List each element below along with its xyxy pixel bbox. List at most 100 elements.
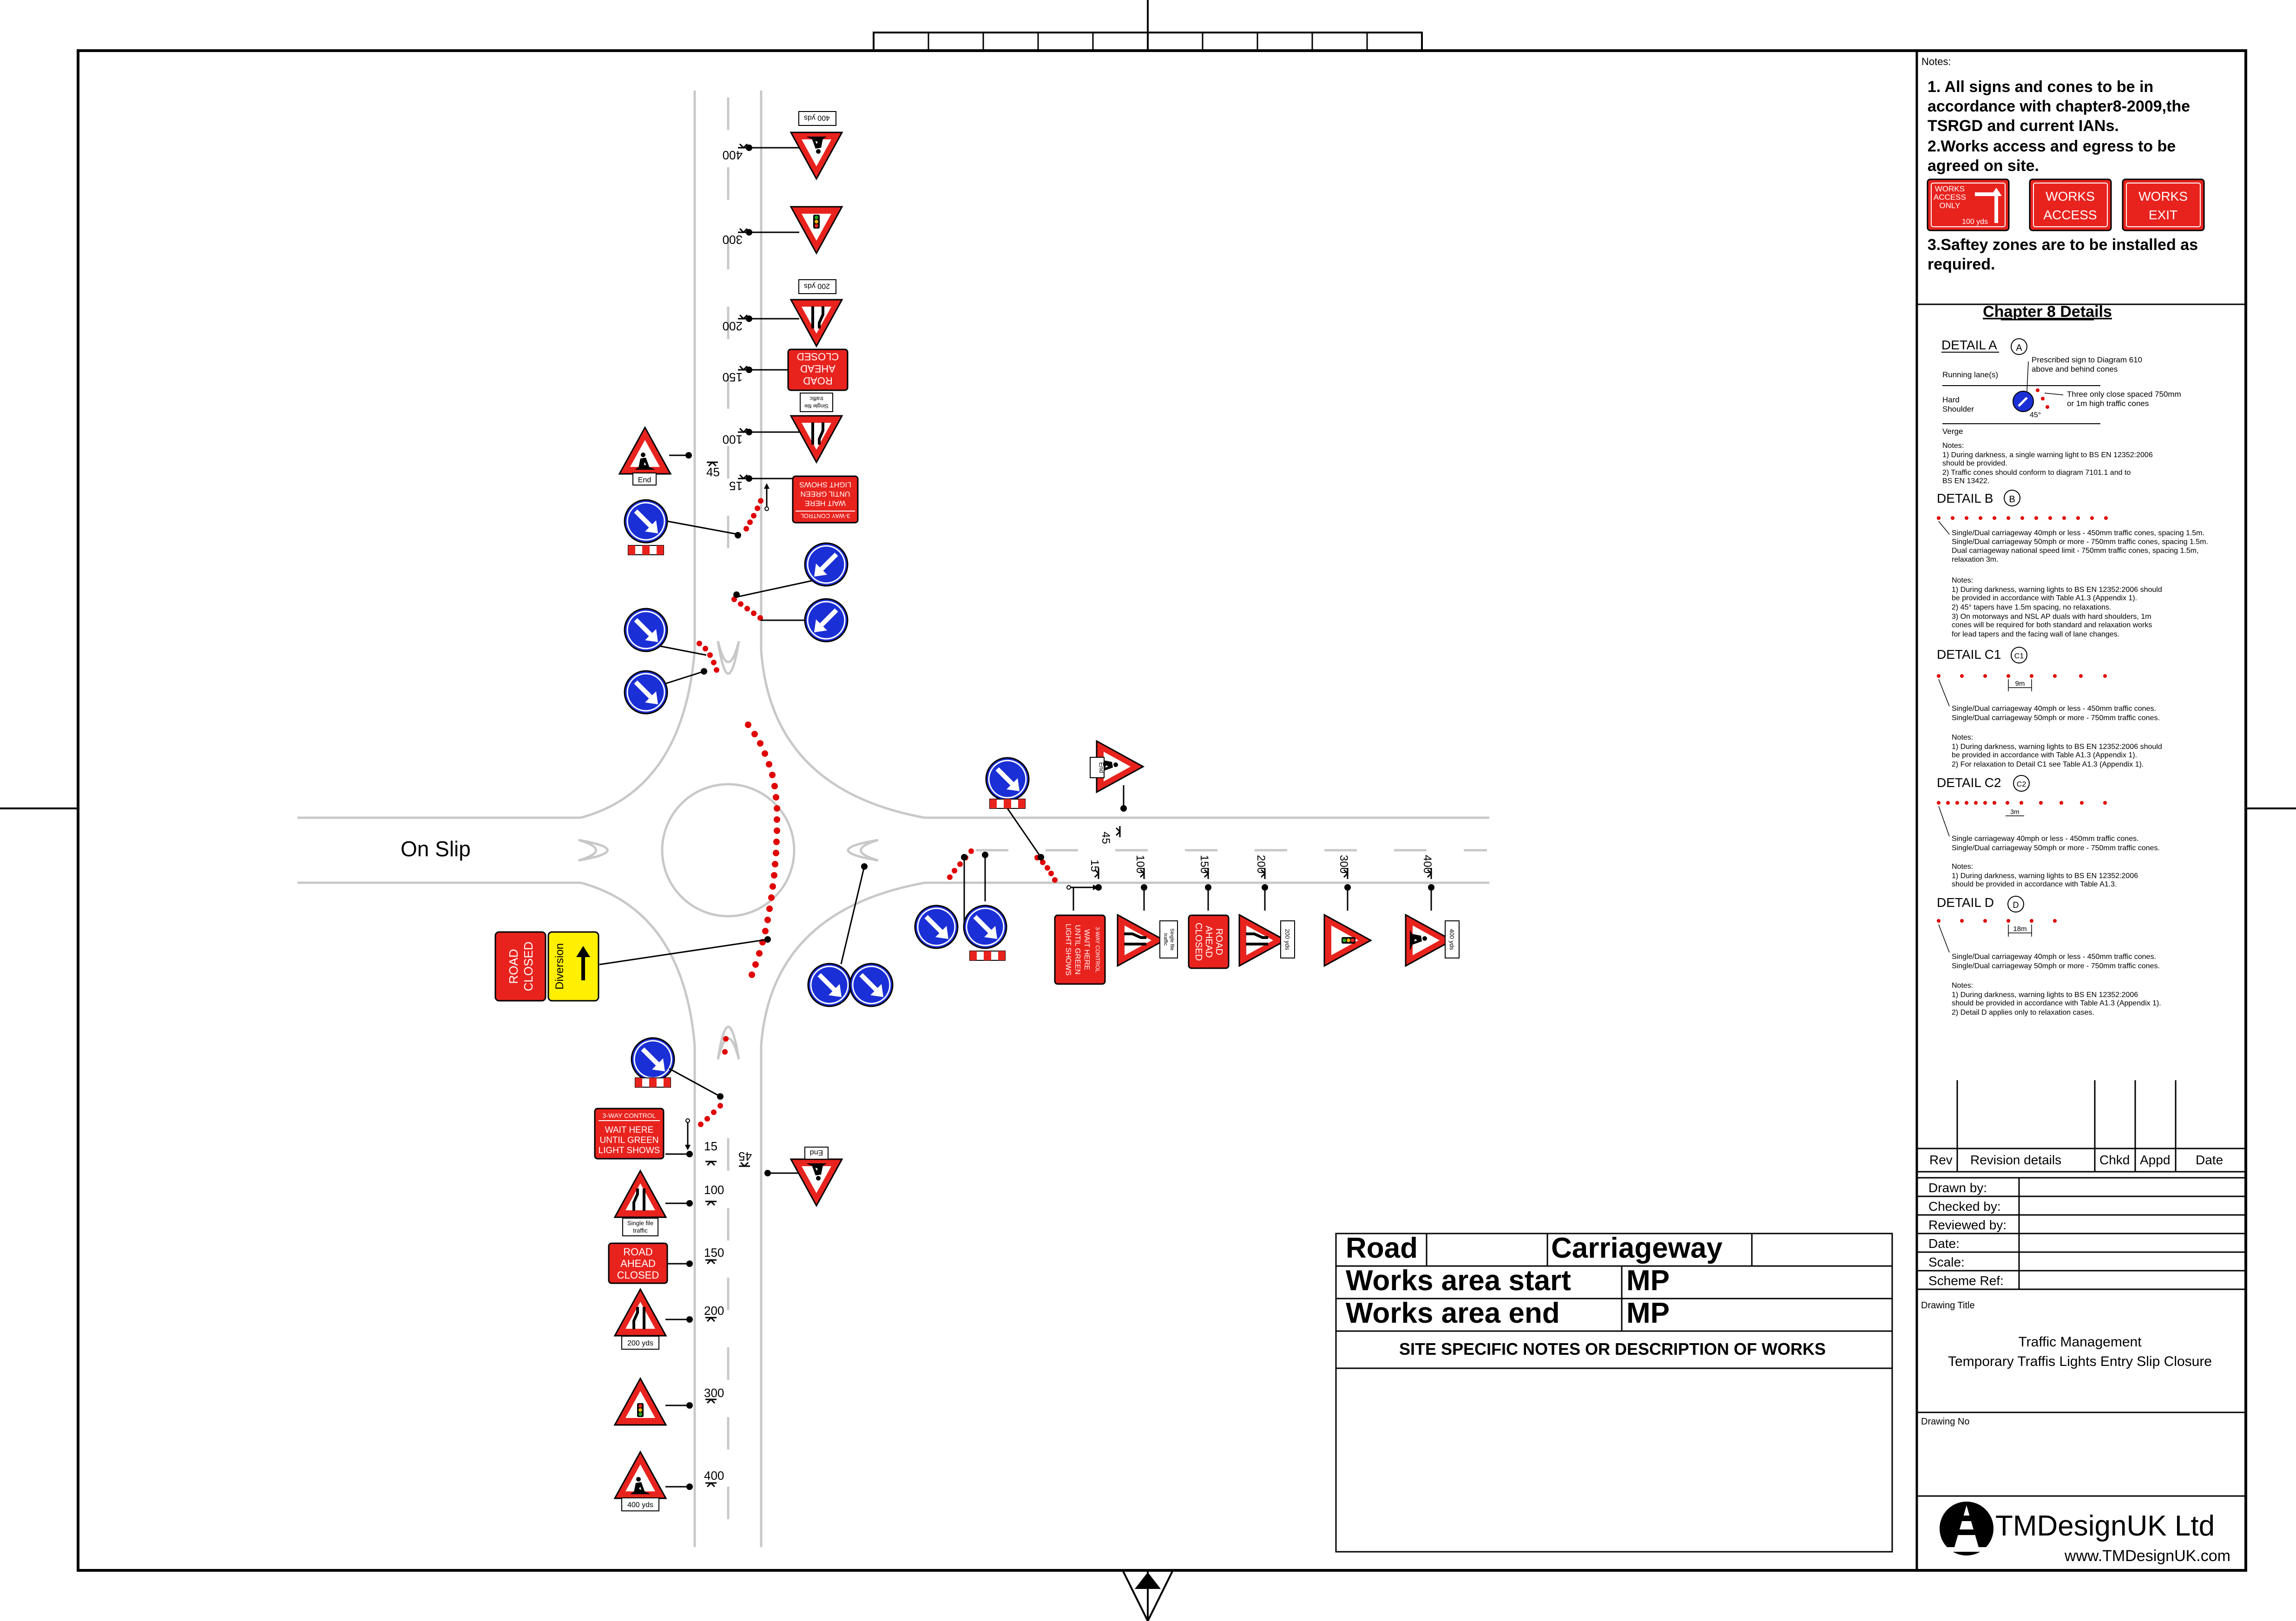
detail-text: Running lane(s) bbox=[1942, 370, 1998, 379]
distance-label: 45 bbox=[1099, 832, 1112, 844]
sign-text: CLOSED bbox=[617, 1269, 659, 1281]
mp-label: MP bbox=[1626, 1265, 1670, 1297]
sign-text: LIGHT SHOWS bbox=[599, 1146, 660, 1155]
plate-text: 200 yds bbox=[804, 282, 830, 290]
detail-text: 45° bbox=[2030, 411, 2041, 419]
detail-text: Notes: bbox=[1952, 863, 1973, 871]
plate-text: 400 yds bbox=[627, 1501, 653, 1509]
detail-text: be provided in accordance with Table A1.… bbox=[1952, 594, 2137, 602]
detail-text: 2) Traffic cones should conform to diagr… bbox=[1942, 469, 2131, 477]
detail-label: DETAIL C2 bbox=[1937, 775, 2001, 790]
detail-text: 2) For relaxation to Detail C1 see Table… bbox=[1952, 761, 2144, 768]
sign-text: LIGHT SHOWS bbox=[1064, 924, 1072, 976]
sign-text: CLOSED bbox=[797, 351, 839, 362]
site-details-box bbox=[1335, 1233, 1893, 1553]
detail-label: DETAIL C1 bbox=[1937, 647, 2001, 662]
company-url: www.TMDesignUK.com bbox=[2064, 1547, 2230, 1565]
detail-text: Single/Dual carriageway 50mph or more - … bbox=[1952, 714, 2160, 722]
detail-text: 3m bbox=[2010, 808, 2019, 815]
plate-text: 400 yds bbox=[1448, 929, 1455, 950]
sign-text: AHEAD bbox=[1204, 926, 1214, 958]
sign-text: Diversion bbox=[553, 943, 566, 990]
works-access-signs: WORKS ACCESS ONLY 100 yds WORKS ACCESS W… bbox=[1927, 178, 2205, 231]
sign-text: CLOSED bbox=[521, 942, 535, 991]
notes-heading: Notes: bbox=[1921, 56, 1951, 67]
approval-row-label: Scheme Ref: bbox=[1928, 1273, 2004, 1288]
distance-label: 15 bbox=[1088, 860, 1101, 872]
plate-text: End bbox=[1098, 762, 1105, 773]
detail-text: Single carriageway 40mph or less - 450mm… bbox=[1952, 835, 2139, 843]
note-line: agreed on site. bbox=[1928, 157, 2039, 175]
drawing-border bbox=[77, 49, 2247, 1572]
distance-label: 100 bbox=[704, 1183, 724, 1197]
detail-text: 1) During darkness, warning lights to BS… bbox=[1952, 743, 2162, 751]
approval-row-label: Scale: bbox=[1928, 1255, 1965, 1269]
drawing-title-line: Traffic Management bbox=[2018, 1334, 2142, 1350]
sign-text: ACCESS bbox=[1934, 193, 1966, 202]
company-logo bbox=[1940, 1502, 1993, 1555]
drawing-title-label: Drawing Title bbox=[1921, 1300, 1975, 1311]
note-line: required. bbox=[1928, 256, 1995, 273]
plate-text: Single file bbox=[804, 403, 829, 409]
detail-text: should be provided in accordance with Ta… bbox=[1952, 880, 2117, 888]
approval-row-label: Drawn by: bbox=[1928, 1181, 1987, 1195]
detail-text: 3) On motorways and NSL AP duals with ha… bbox=[1952, 613, 2151, 621]
road-closed-diversion-signs: ROAD CLOSED Diversion bbox=[494, 931, 771, 1002]
plate-text: Single file bbox=[1169, 928, 1175, 951]
detail-letter: D bbox=[2013, 900, 2019, 910]
detail-text: Notes: bbox=[1952, 577, 1973, 584]
works-start-label: Works area start bbox=[1346, 1265, 1571, 1297]
works-end-label: Works area end bbox=[1346, 1297, 1560, 1329]
sign-text: WAIT HERE bbox=[1083, 929, 1091, 970]
chapter8-title: Chapter 8 Details bbox=[1983, 303, 2112, 321]
note-line: TSRGD and current IANs. bbox=[1928, 117, 2119, 135]
site-notes-title: SITE SPECIFIC NOTES OR DESCRIPTION OF WO… bbox=[1399, 1339, 1826, 1358]
note-line: 3.Saftey zones are to be installed as bbox=[1928, 236, 2198, 254]
revision-table bbox=[1917, 1080, 2246, 1173]
detail-text: Notes: bbox=[1952, 982, 1973, 990]
sign-text: 3-WAY CONTROL bbox=[603, 1112, 656, 1119]
detail-text: Single/Dual carriageway 40mph or less - … bbox=[1952, 953, 2156, 961]
distance-label: 100 bbox=[723, 433, 743, 446]
table-header: Date bbox=[2196, 1153, 2223, 1167]
detail-text: Three only close spaced 750mm bbox=[2067, 390, 2181, 399]
detail-text: Shoulder bbox=[1942, 405, 1974, 413]
sign-text: WORKS bbox=[2138, 189, 2188, 203]
detail-text: Notes: bbox=[1942, 442, 1964, 450]
distance-label: 300 bbox=[1337, 855, 1350, 873]
sign-text: CLOSED bbox=[1193, 923, 1204, 961]
distance-label: 400 bbox=[723, 148, 743, 162]
plate-text: traffic bbox=[1163, 933, 1168, 946]
detail-text: Prescribed sign to Diagram 610 bbox=[2032, 355, 2142, 364]
detail-text: 2) 45° tapers have 1.5m spacing, no rela… bbox=[1952, 604, 2111, 611]
plate-text: traffic bbox=[809, 395, 823, 402]
sign-text: ROAD bbox=[507, 949, 520, 984]
detail-text: above and behind cones bbox=[2032, 365, 2118, 374]
detail-letter: C2 bbox=[2017, 781, 2026, 788]
company-name: TMDesignUK Ltd bbox=[1995, 1510, 2215, 1542]
plate-text: 200 yds bbox=[627, 1339, 653, 1347]
distance-label: 45 bbox=[738, 1149, 752, 1163]
distance-label: 150 bbox=[723, 370, 743, 384]
sign-text: ROAD bbox=[623, 1246, 653, 1258]
sign-text: WAIT HERE bbox=[605, 1125, 654, 1135]
road-layout bbox=[297, 91, 1489, 1547]
note-line: 2.Works access and egress to be bbox=[1928, 138, 2176, 155]
south-approach-signs: 3-WAY CONTROL WAIT HERE UNTIL GREEN LIGH… bbox=[594, 1038, 843, 1511]
detail-letter: A bbox=[2016, 343, 2022, 353]
sign-text: 3-WAY CONTROL bbox=[1094, 927, 1101, 973]
mp-label: MP bbox=[1626, 1297, 1670, 1329]
distance-label: 200 bbox=[704, 1304, 724, 1318]
detail-letter: C1 bbox=[2014, 652, 2024, 660]
approval-row-label: Reviewed by: bbox=[1928, 1218, 2007, 1232]
detail-letter: B bbox=[2009, 494, 2015, 505]
sign-text: WORKS bbox=[2046, 189, 2095, 203]
plate-text: End bbox=[638, 476, 651, 484]
detail-text: 1) During darkness, warning lights to BS… bbox=[1952, 991, 2138, 999]
table-header: Appd bbox=[2140, 1153, 2170, 1167]
distance-label: 150 bbox=[704, 1246, 724, 1260]
distance-label: 300 bbox=[704, 1386, 724, 1400]
detail-text: 1) During darkness, warning lights to BS… bbox=[1952, 586, 2162, 594]
detail-text: Single/Dual carriageway 40mph or less - … bbox=[1952, 705, 2156, 713]
